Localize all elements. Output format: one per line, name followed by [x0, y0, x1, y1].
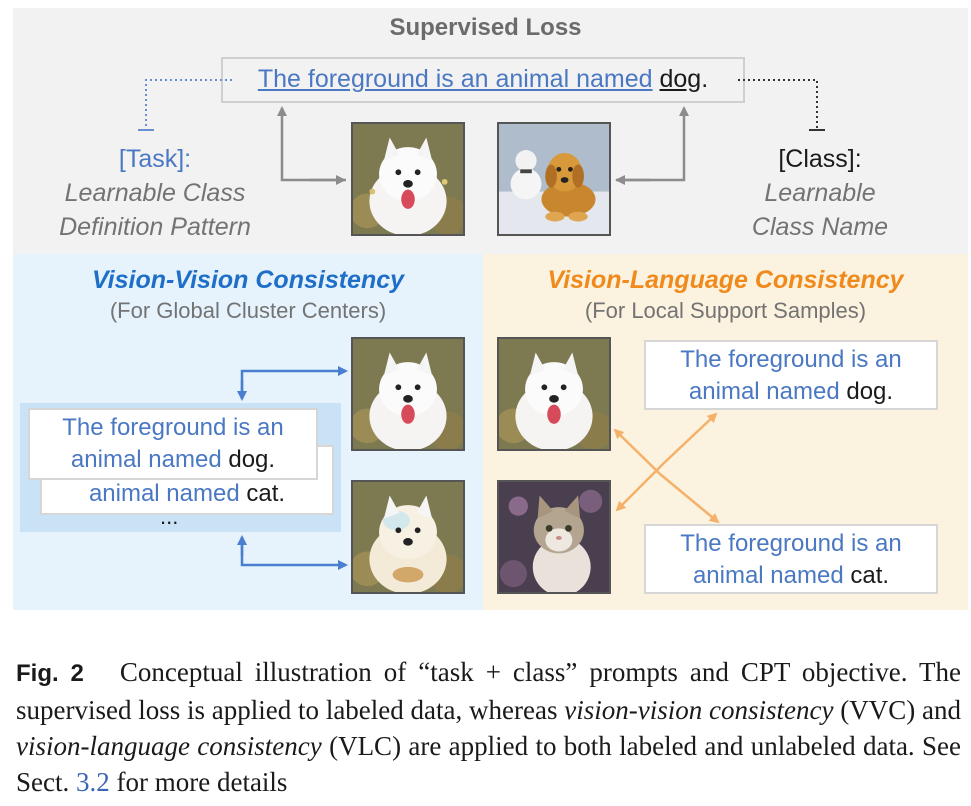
caption-part3: (VLC) are applied to both labeled and un…: [16, 731, 961, 797]
vvc-card-front-line2-black: dog.: [228, 446, 276, 473]
vvc-card-front-line2-blue: animal named: [70, 446, 222, 473]
figure-caption: Fig. 2 Conceptual illustration of “task …: [16, 654, 961, 800]
section-reference-link[interactable]: 3.2: [76, 767, 110, 797]
vlc-text-dog-line1: The foreground is an: [680, 346, 902, 373]
task-label-group: [Task]: Learnable Class Definition Patte…: [20, 142, 290, 244]
task-prompt-text: The foreground is an animal named: [257, 65, 653, 93]
vlc-subtitle: (For Local Support Samples): [584, 298, 867, 323]
supervised-loss-title: Supervised Loss: [389, 14, 582, 41]
task-tag: [Task]:: [118, 145, 192, 173]
dog-photo-vvc-top: [351, 337, 465, 451]
vvc-title: Vision-Vision Consistency: [91, 266, 405, 294]
caption-part4: for more details: [116, 767, 288, 797]
class-label-group: [Class]: Learnable Class Name: [700, 142, 940, 244]
task-desc-line1: Learnable Class: [64, 179, 246, 207]
vvc-card-back-text-blue: animal named: [88, 480, 240, 507]
dog-photo: [351, 122, 465, 236]
vvc-card-front: The foreground is an animal named dog.: [28, 408, 318, 480]
task-desc-line2: Definition Pattern: [59, 213, 251, 241]
dog-photo-vlc: [497, 337, 611, 451]
class-prompt-text: dog: [659, 65, 702, 93]
vvc-subtitle: (For Global Cluster Centers): [109, 298, 387, 323]
vvc-ellipsis: ...: [160, 504, 179, 529]
class-tag: [Class]:: [778, 145, 862, 173]
vlc-text-dog-line2-black: dog.: [846, 378, 894, 405]
prompt-sentence: The foreground is an animal named dog.: [221, 60, 745, 98]
vlc-text-cat-line2-blue: animal named: [692, 562, 844, 589]
vlc-title: Vision-Language Consistency: [547, 266, 904, 294]
dog-photo-vvc-bottom: [351, 480, 465, 594]
cat-photo: [497, 480, 611, 594]
vlc-text-cat: The foreground is an animal named cat.: [644, 524, 938, 594]
prompt-dot: .: [701, 65, 709, 93]
vvc-card-front-line1: The foreground is an: [62, 414, 284, 441]
caption-vlc-term: vision-language consistency: [16, 731, 322, 761]
vlc-text-dog-line2-blue: animal named: [688, 378, 840, 405]
vvc-card-back-text-black: cat.: [246, 480, 286, 507]
caption-part2: (VVC) and: [840, 695, 961, 725]
caption-vvc-term: vision-vision consistency: [564, 695, 834, 725]
dog-snowman-photo: [497, 122, 611, 236]
class-desc-line2: Class Name: [751, 213, 889, 241]
vlc-text-dog: The foreground is an animal named dog.: [644, 340, 938, 410]
supervised-loss-panel: [13, 8, 968, 254]
figure-label: Fig. 2: [16, 660, 84, 687]
vlc-text-cat-line2-black: cat.: [850, 562, 890, 589]
vlc-text-cat-line1: The foreground is an: [680, 530, 902, 557]
class-desc-line1: Learnable: [764, 179, 876, 207]
caption-part1: Conceptual illustration of “task + class…: [16, 657, 962, 725]
